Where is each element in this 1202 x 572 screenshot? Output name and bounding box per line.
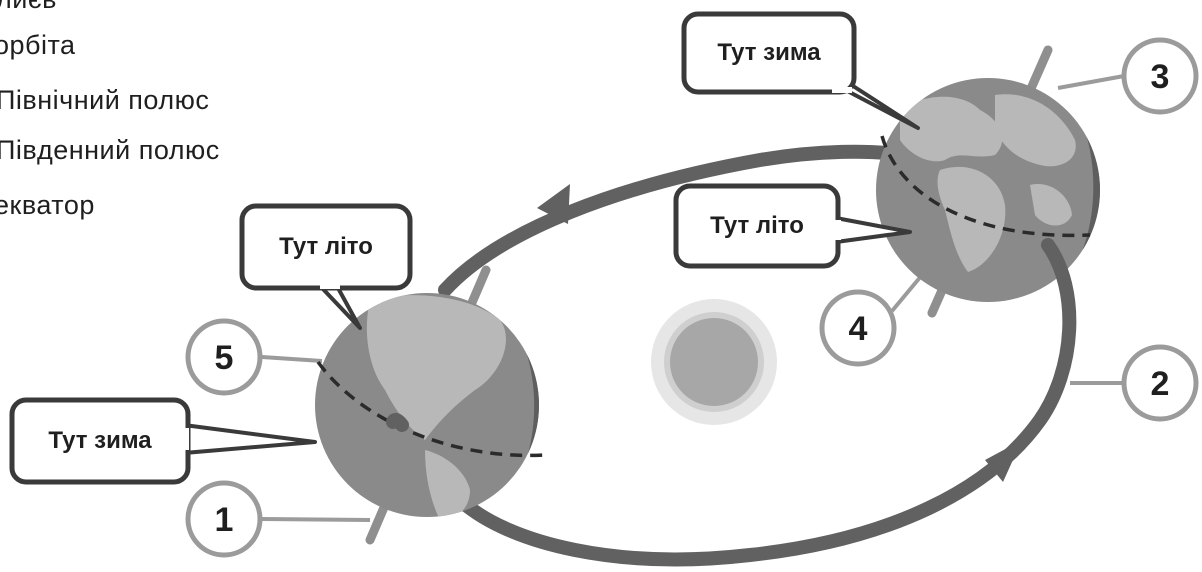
- marker-4: 4: [819, 289, 897, 367]
- legend-item-north-pole: Північний полюс: [0, 85, 209, 115]
- marker-5-label: 5: [215, 339, 234, 377]
- callout-right-summer-label: Тут літо: [710, 212, 804, 239]
- earth-globe-left: [315, 265, 546, 545]
- marker-leaders: [261, 74, 1125, 522]
- earth-globe-right: [876, 45, 1100, 318]
- marker-3: 3: [1121, 37, 1199, 115]
- marker-2: 2: [1121, 344, 1199, 422]
- callout-left-summer-label: Тут літо: [279, 233, 373, 260]
- legend: лиєв орбіта Північний полюс Південний по…: [0, 0, 220, 220]
- callout-left-winter: Тут зима: [9, 397, 317, 485]
- callout-left-summer: Тут літо: [239, 203, 413, 330]
- marker-5: 5: [185, 318, 263, 396]
- marker-3-label: 3: [1151, 58, 1170, 96]
- sun: [651, 299, 777, 425]
- marker-2-label: 2: [1151, 365, 1170, 403]
- callout-right-winter-label: Тут зима: [717, 39, 821, 66]
- callout-left-winter-label: Тут зима: [48, 427, 152, 454]
- orbit-arrow-lower: [985, 440, 1022, 482]
- orbit-arrow-upper: [537, 184, 570, 224]
- legend-item-orbit: орбіта: [0, 30, 76, 60]
- legend-item-0: лиєв: [0, 0, 57, 14]
- equator-left: [316, 360, 546, 458]
- marker-1-label: 1: [215, 501, 234, 539]
- marker-4-label: 4: [849, 310, 868, 348]
- orbit-path-upper: [438, 144, 912, 297]
- legend-item-equator: екватор: [0, 190, 95, 220]
- legend-item-south-pole: Південний полюс: [0, 135, 220, 165]
- equator-right: [880, 135, 1091, 238]
- marker-1: 1: [185, 480, 263, 558]
- callout-right-winter: Тут зима: [681, 11, 920, 130]
- callout-right-summer: Тут літо: [673, 183, 912, 269]
- sun-core: [670, 318, 758, 406]
